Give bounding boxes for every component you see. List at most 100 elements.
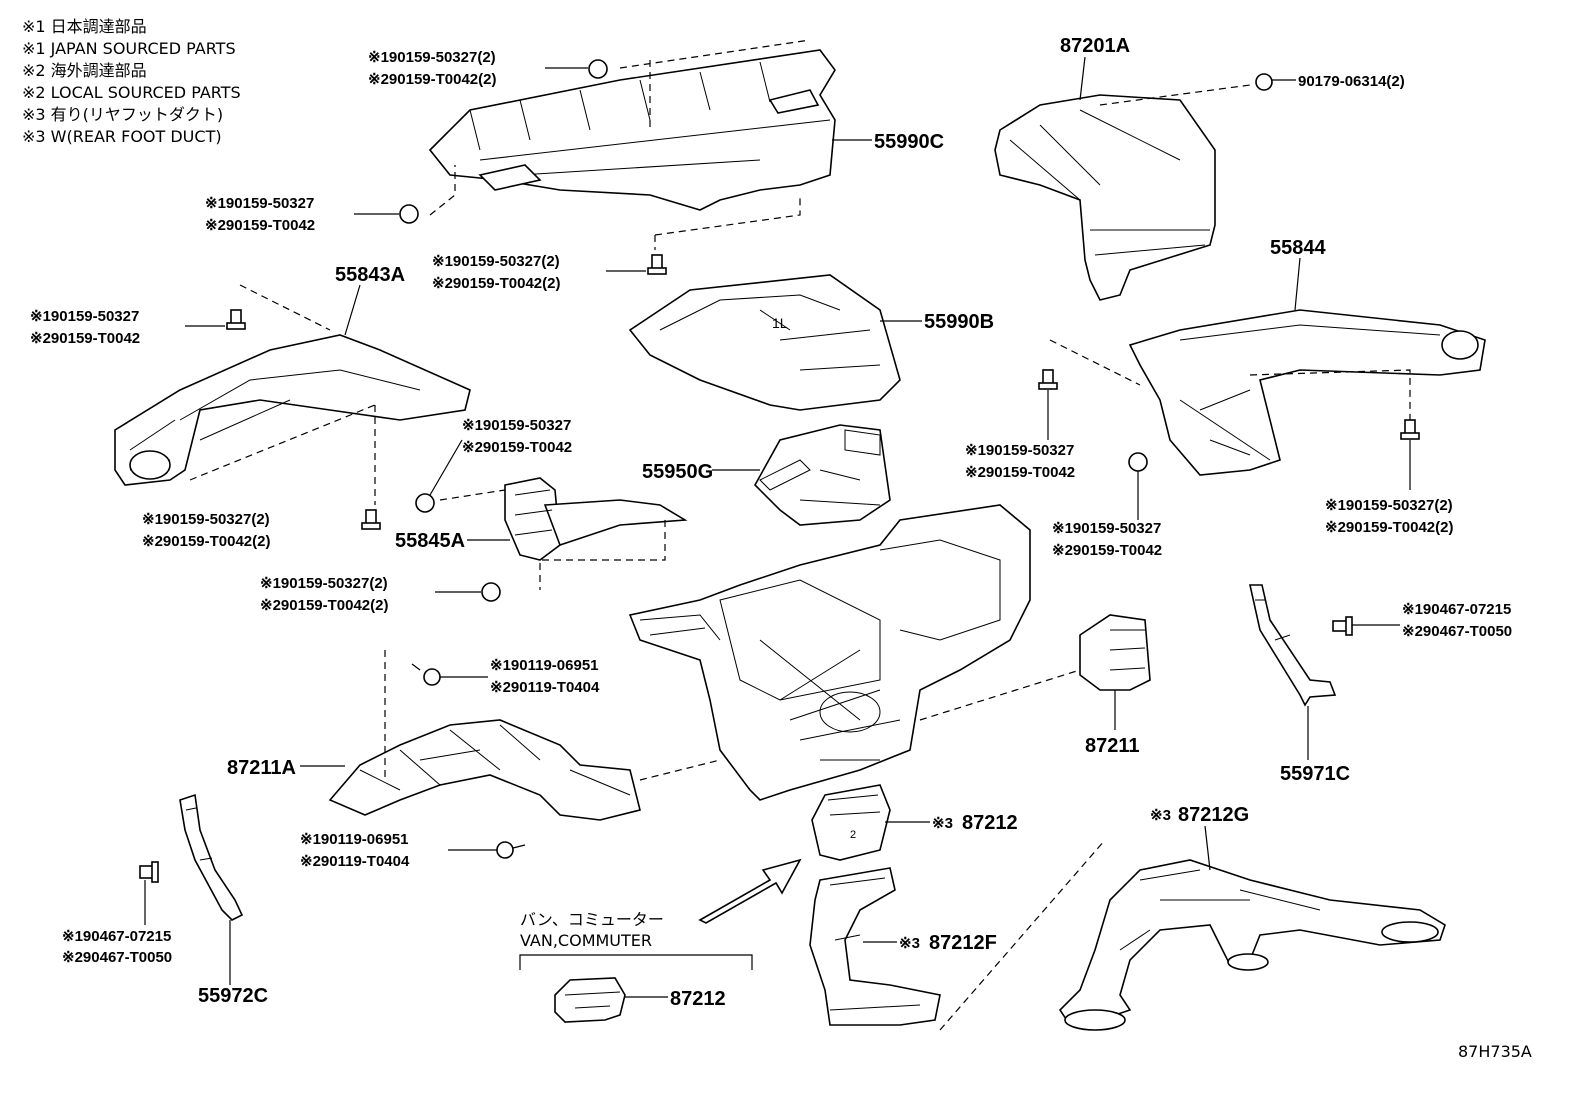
leader-55844	[1294, 257, 1301, 311]
part-55990B-mark: 1L	[772, 315, 788, 331]
ref-12a: ※190467-07215	[1402, 601, 1511, 618]
part-55950G-drawing	[754, 424, 891, 526]
ref-10b: ※290159-T0042(2)	[1325, 519, 1453, 536]
hvac-unit-drawing	[628, 504, 1031, 801]
ref-13a: ※190119-06951	[490, 657, 599, 674]
van-bracket	[519, 954, 753, 970]
van-commuter-section: バン、コミューター VAN,COMMUTER 87212	[519, 910, 753, 1023]
dash-55845A	[439, 489, 666, 590]
ref-5b: ※290159-T0042	[30, 330, 140, 347]
clip-icon	[481, 582, 501, 602]
part-87212G-label: 87212G	[1178, 804, 1249, 826]
part-55972C-label: 55972C	[198, 985, 268, 1007]
part-87212G-prefix: ※3	[1150, 807, 1171, 824]
ref-8b: ※290159-T0042(2)	[142, 533, 270, 550]
screw-icon	[496, 841, 526, 859]
part-87212-prefix: ※3	[932, 815, 953, 832]
legend-line-2: ※1 JAPAN SOURCED PARTS	[22, 39, 236, 58]
ref-8a: ※190159-50327(2)	[142, 511, 270, 528]
part-55844-label: 55844	[1270, 237, 1326, 259]
leader-87201A	[1079, 56, 1086, 101]
legend: ※1 日本調達部品 ※1 JAPAN SOURCED PARTS ※2 海外調達…	[22, 17, 241, 146]
clip-icon	[588, 59, 608, 79]
bolt-icon	[1038, 369, 1058, 390]
dash-87201A	[1099, 84, 1251, 106]
legend-line-3: ※2 海外調達部品	[22, 61, 147, 80]
clip-icon	[1255, 73, 1273, 91]
ref-9a: ※190159-50327	[1052, 520, 1161, 537]
part-87212-van-label: 87212	[670, 988, 726, 1010]
dash-87212F	[939, 839, 1106, 1031]
bolt-icon	[1400, 419, 1420, 440]
part-55950G-label: 55950G	[642, 461, 713, 483]
leader-87212G	[1204, 825, 1211, 871]
part-87211-label: 87211	[1085, 735, 1140, 757]
part-87212F-label: 87212F	[929, 932, 997, 954]
van-note-jp: バン、コミューター	[520, 910, 664, 929]
direction-arrow-icon	[698, 858, 802, 924]
part-87212-drawing: 2	[811, 784, 891, 861]
bolt-icon	[361, 509, 381, 530]
part-55990B-drawing: 1L	[628, 274, 901, 411]
ref-3a: ※190159-50327	[205, 195, 314, 212]
part-55990B-label: 55990B	[924, 311, 994, 333]
dash-55844	[1049, 339, 1411, 420]
van-note-en: VAN,COMMUTER	[520, 931, 652, 950]
ref-5a: ※190159-50327	[30, 308, 139, 325]
part-87212-label: 87212	[962, 812, 1018, 834]
dash-87211A	[384, 650, 721, 781]
part-87211-drawing	[1079, 614, 1151, 691]
ref-11a: ※190159-50327(2)	[260, 575, 388, 592]
ref-15a: ※190467-07215	[62, 928, 171, 945]
part-55972C-drawing	[179, 793, 244, 921]
dash-55990C	[429, 39, 811, 250]
part-87212F-drawing	[809, 867, 941, 1026]
clip-icon	[399, 204, 419, 224]
part-87201A-label: 87201A	[1060, 35, 1130, 57]
bolt-icon	[226, 309, 246, 330]
ref-12b: ※290467-T0050	[1402, 623, 1512, 640]
ref-6a: ※190159-50327	[965, 442, 1074, 459]
part-55843A-drawing	[114, 334, 471, 486]
ref-15b: ※290467-T0050	[62, 949, 172, 966]
clip-icon	[1128, 452, 1148, 472]
clip-icon	[415, 493, 435, 513]
bolt-icon	[1332, 616, 1353, 636]
ref-9b: ※290159-T0042	[1052, 542, 1162, 559]
part-55990C-label: 55990C	[874, 131, 944, 153]
bolt-icon	[647, 254, 667, 275]
ref-11b: ※290159-T0042(2)	[260, 597, 388, 614]
part-87211A-drawing	[328, 719, 641, 821]
ref-10a: ※190159-50327(2)	[1325, 497, 1453, 514]
legend-line-1: ※1 日本調達部品	[22, 17, 147, 36]
part-55845A-label: 55845A	[395, 530, 465, 552]
ref-2: 90179-06314(2)	[1298, 73, 1405, 90]
screw-icon	[411, 663, 441, 686]
ref-6b: ※290159-T0042	[965, 464, 1075, 481]
ref-7a: ※190159-50327	[462, 417, 571, 434]
part-55971C-drawing	[1249, 584, 1337, 707]
ref-1b: ※290159-T0042(2)	[368, 71, 496, 88]
ref-14b: ※290119-T0404	[300, 853, 410, 870]
dash-87211	[919, 669, 1081, 721]
part-55845A-drawing	[504, 477, 688, 561]
part-87211A-label: 87211A	[227, 757, 296, 779]
ref-7b: ※290159-T0042	[462, 439, 572, 456]
part-55844-drawing	[1128, 309, 1486, 476]
part-55843A-label: 55843A	[335, 264, 405, 286]
leader-55843A	[344, 284, 361, 336]
ref-14a: ※190119-06951	[300, 831, 409, 848]
ref-4b: ※290159-T0042(2)	[432, 275, 560, 292]
part-55971C-label: 55971C	[1280, 763, 1350, 785]
part-87212-van-drawing	[554, 977, 626, 1023]
part-87212F-prefix: ※3	[899, 935, 920, 952]
ref-13b: ※290119-T0404	[490, 679, 600, 696]
ref-4a: ※190159-50327(2)	[432, 253, 560, 270]
figure-code: 87H735A	[1458, 1042, 1532, 1061]
ref-1a: ※190159-50327(2)	[368, 49, 496, 66]
svg-text:2: 2	[850, 829, 856, 841]
part-87212G-drawing	[1058, 859, 1446, 1031]
legend-line-6: ※3 W(REAR FOOT DUCT)	[22, 127, 222, 146]
legend-line-5: ※3 有り(リヤフットダクト)	[22, 105, 223, 124]
